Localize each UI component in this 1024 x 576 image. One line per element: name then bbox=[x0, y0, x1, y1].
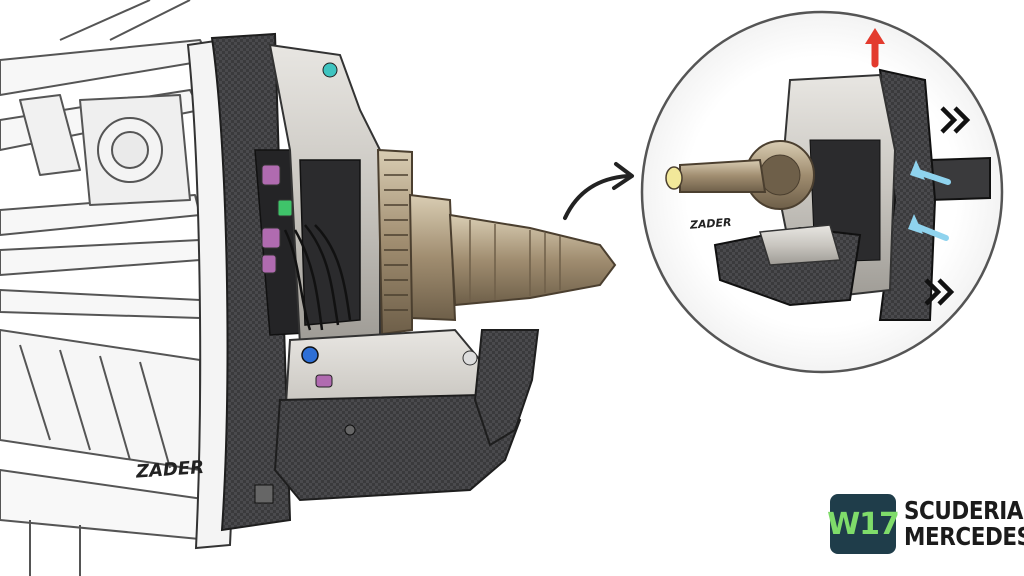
badge-code: W17 bbox=[827, 506, 900, 542]
brake-assembly-main bbox=[210, 32, 617, 532]
badge-line-2: MERCEDES bbox=[904, 522, 1024, 551]
suspension-wireframe bbox=[0, 0, 211, 576]
intake-arrow-icon bbox=[913, 169, 951, 241]
badge-team-name: SCUDERIA MERCEDES bbox=[904, 498, 1024, 550]
badge-code-box: W17 bbox=[827, 494, 900, 554]
artist-signature-inset: ZADER bbox=[689, 216, 732, 232]
artist-signature-main: ZADER bbox=[134, 457, 204, 483]
team-badge: W17 SCUDERIA MERCEDES bbox=[827, 494, 1024, 554]
badge-line-1: SCUDERIA bbox=[904, 496, 1024, 525]
curved-arrow-right-icon bbox=[563, 174, 630, 220]
up-arrow-icon bbox=[865, 28, 885, 68]
inset-detail-view: ZADER bbox=[640, 10, 1004, 374]
double-chevron-right-icon bbox=[924, 106, 971, 306]
